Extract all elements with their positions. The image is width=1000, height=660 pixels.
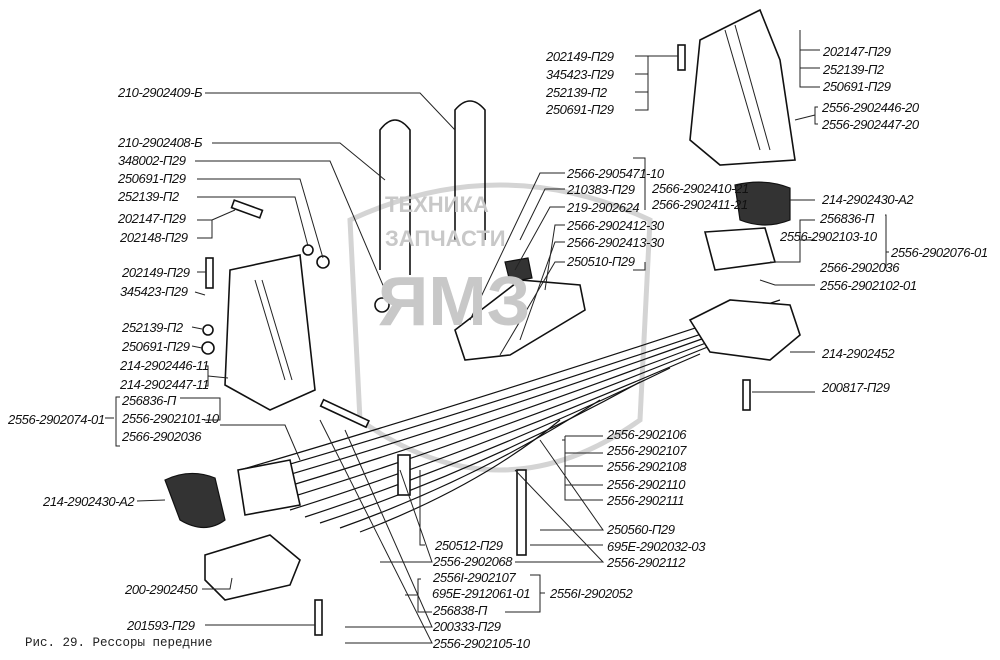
part-label: 252139-П2	[545, 85, 608, 100]
bolt-202147	[230, 199, 264, 219]
washer	[202, 324, 214, 336]
part-label: 2556-2902068	[432, 554, 513, 569]
part-label: 2566-2902412-30	[566, 218, 665, 233]
part-label: 214-2902446-11	[119, 358, 209, 373]
watermark-text-right: ЗАПЧАСТИ	[385, 226, 506, 251]
bolt-202149-top	[677, 44, 686, 71]
part-label: 250691-П29	[545, 102, 614, 117]
part-label: 202147-П29	[822, 44, 891, 59]
front-bracket-left	[224, 254, 316, 411]
part-label: 214-2902430-А2	[42, 494, 135, 509]
part-label: 348002-П29	[118, 153, 186, 168]
spring-end-pad-right	[703, 227, 777, 271]
part-label: 250691-П29	[121, 339, 190, 354]
nut	[316, 255, 330, 269]
part-label: 250691-П29	[117, 171, 186, 186]
part-label: 202147-П29	[117, 211, 186, 226]
part-label: 2556І-2902052	[549, 586, 633, 601]
part-label: 250510-П29	[566, 254, 635, 269]
cushion-cup-right	[688, 299, 801, 361]
part-label: 2566-2902413-30	[566, 235, 665, 250]
spring-end-pad-left	[237, 459, 301, 516]
part-label: 250691-П29	[822, 79, 891, 94]
bolt-202149	[205, 257, 214, 289]
part-label: 2556-2902111	[606, 493, 684, 508]
part-label: 256836-П	[121, 393, 177, 408]
part-label: 2556-2902101-10	[121, 411, 220, 426]
part-label: 2556-2902108	[606, 459, 687, 474]
bolt-200817	[742, 379, 751, 411]
part-label: 2556-2902105-10	[432, 636, 531, 651]
part-label: 2556-2902447-20	[821, 117, 920, 132]
part-label: 2566-2902036	[819, 260, 900, 275]
rubber-cushion-left	[164, 472, 226, 529]
part-label: 695Е-2902032-03	[607, 539, 706, 554]
part-labels: 210-2902409-Б 210-2902408-Б 348002-П29 2…	[7, 44, 988, 651]
u-bolt-front	[379, 119, 411, 275]
part-label: 695Е-2912061-01	[432, 586, 530, 601]
part-label: 200333-П29	[432, 619, 501, 634]
part-label: 256838-П	[432, 603, 488, 618]
watermark-logo: ЯМЗ	[378, 262, 530, 340]
part-label: 2556-2902076-01	[890, 245, 988, 260]
part-label: 210-2902409-Б	[117, 85, 203, 100]
nut	[201, 341, 215, 355]
part-label: 214-2902430-А2	[821, 192, 914, 207]
part-label: 2556-2902107	[606, 443, 687, 458]
part-label: 202148-П29	[119, 230, 188, 245]
part-label: 252139-П2	[822, 62, 885, 77]
part-label: 252139-П2	[117, 189, 180, 204]
u-bolt-rear	[454, 100, 486, 240]
part-label: 256836-П	[819, 211, 875, 226]
figure-caption: Рис. 29. Рессоры передние	[25, 636, 213, 650]
rear-bracket-right	[689, 8, 796, 166]
part-label: 219-2902624	[566, 200, 639, 215]
shackle-rod	[319, 398, 370, 429]
part-label: 2566-2902411-21	[651, 197, 748, 212]
part-label: 2566-2902410-21	[651, 181, 749, 196]
cushion-cup-left	[204, 534, 301, 601]
part-label: 2566-2905471-10	[566, 166, 665, 181]
part-label: 202149-П29	[121, 265, 190, 280]
leader-lines	[105, 30, 889, 644]
part-label: 345423-П29	[546, 67, 614, 82]
part-label: 214-2902452	[821, 346, 895, 361]
part-label: 2556-2902446-20	[821, 100, 920, 115]
part-label: 210-2902408-Б	[117, 135, 203, 150]
part-label: 200-2902450	[124, 582, 198, 597]
part-label: 2556-2902103-10	[779, 229, 878, 244]
part-label: 250560-П29	[606, 522, 675, 537]
part-label: 2556-2902112	[606, 555, 686, 570]
part-label: 202149-П29	[545, 49, 614, 64]
leaf-spring	[239, 299, 781, 533]
part-label: 2556І-2902107	[432, 570, 516, 585]
washer	[302, 244, 314, 256]
watermark: ТЕХНИКА ЗАПЧАСТИ ЯМЗ	[378, 192, 530, 340]
part-label: 2566-2902036	[121, 429, 202, 444]
part-label: 2556-2902102-01	[819, 278, 917, 293]
center-bolt	[516, 469, 527, 556]
part-label: 214-2902447-11	[119, 377, 209, 392]
shackle-link	[397, 454, 411, 496]
part-label: 201593-П29	[126, 618, 195, 633]
bolt-201593	[314, 599, 323, 636]
part-label: 2556-2902110	[606, 477, 686, 492]
u-bolt-nut	[374, 297, 390, 313]
part-label: 2556-2902074-01	[7, 412, 105, 427]
part-label: 252139-П2	[121, 320, 184, 335]
part-label: 200817-П29	[821, 380, 890, 395]
part-label: 345423-П29	[120, 284, 188, 299]
part-label: 2556-2902106	[606, 427, 687, 442]
part-label: 250512-П29	[434, 538, 503, 553]
bump-stop	[504, 257, 533, 283]
rubber-cushion-right	[734, 181, 791, 226]
watermark-text-left: ТЕХНИКА	[385, 192, 489, 217]
part-label: 210383-П29	[566, 182, 635, 197]
